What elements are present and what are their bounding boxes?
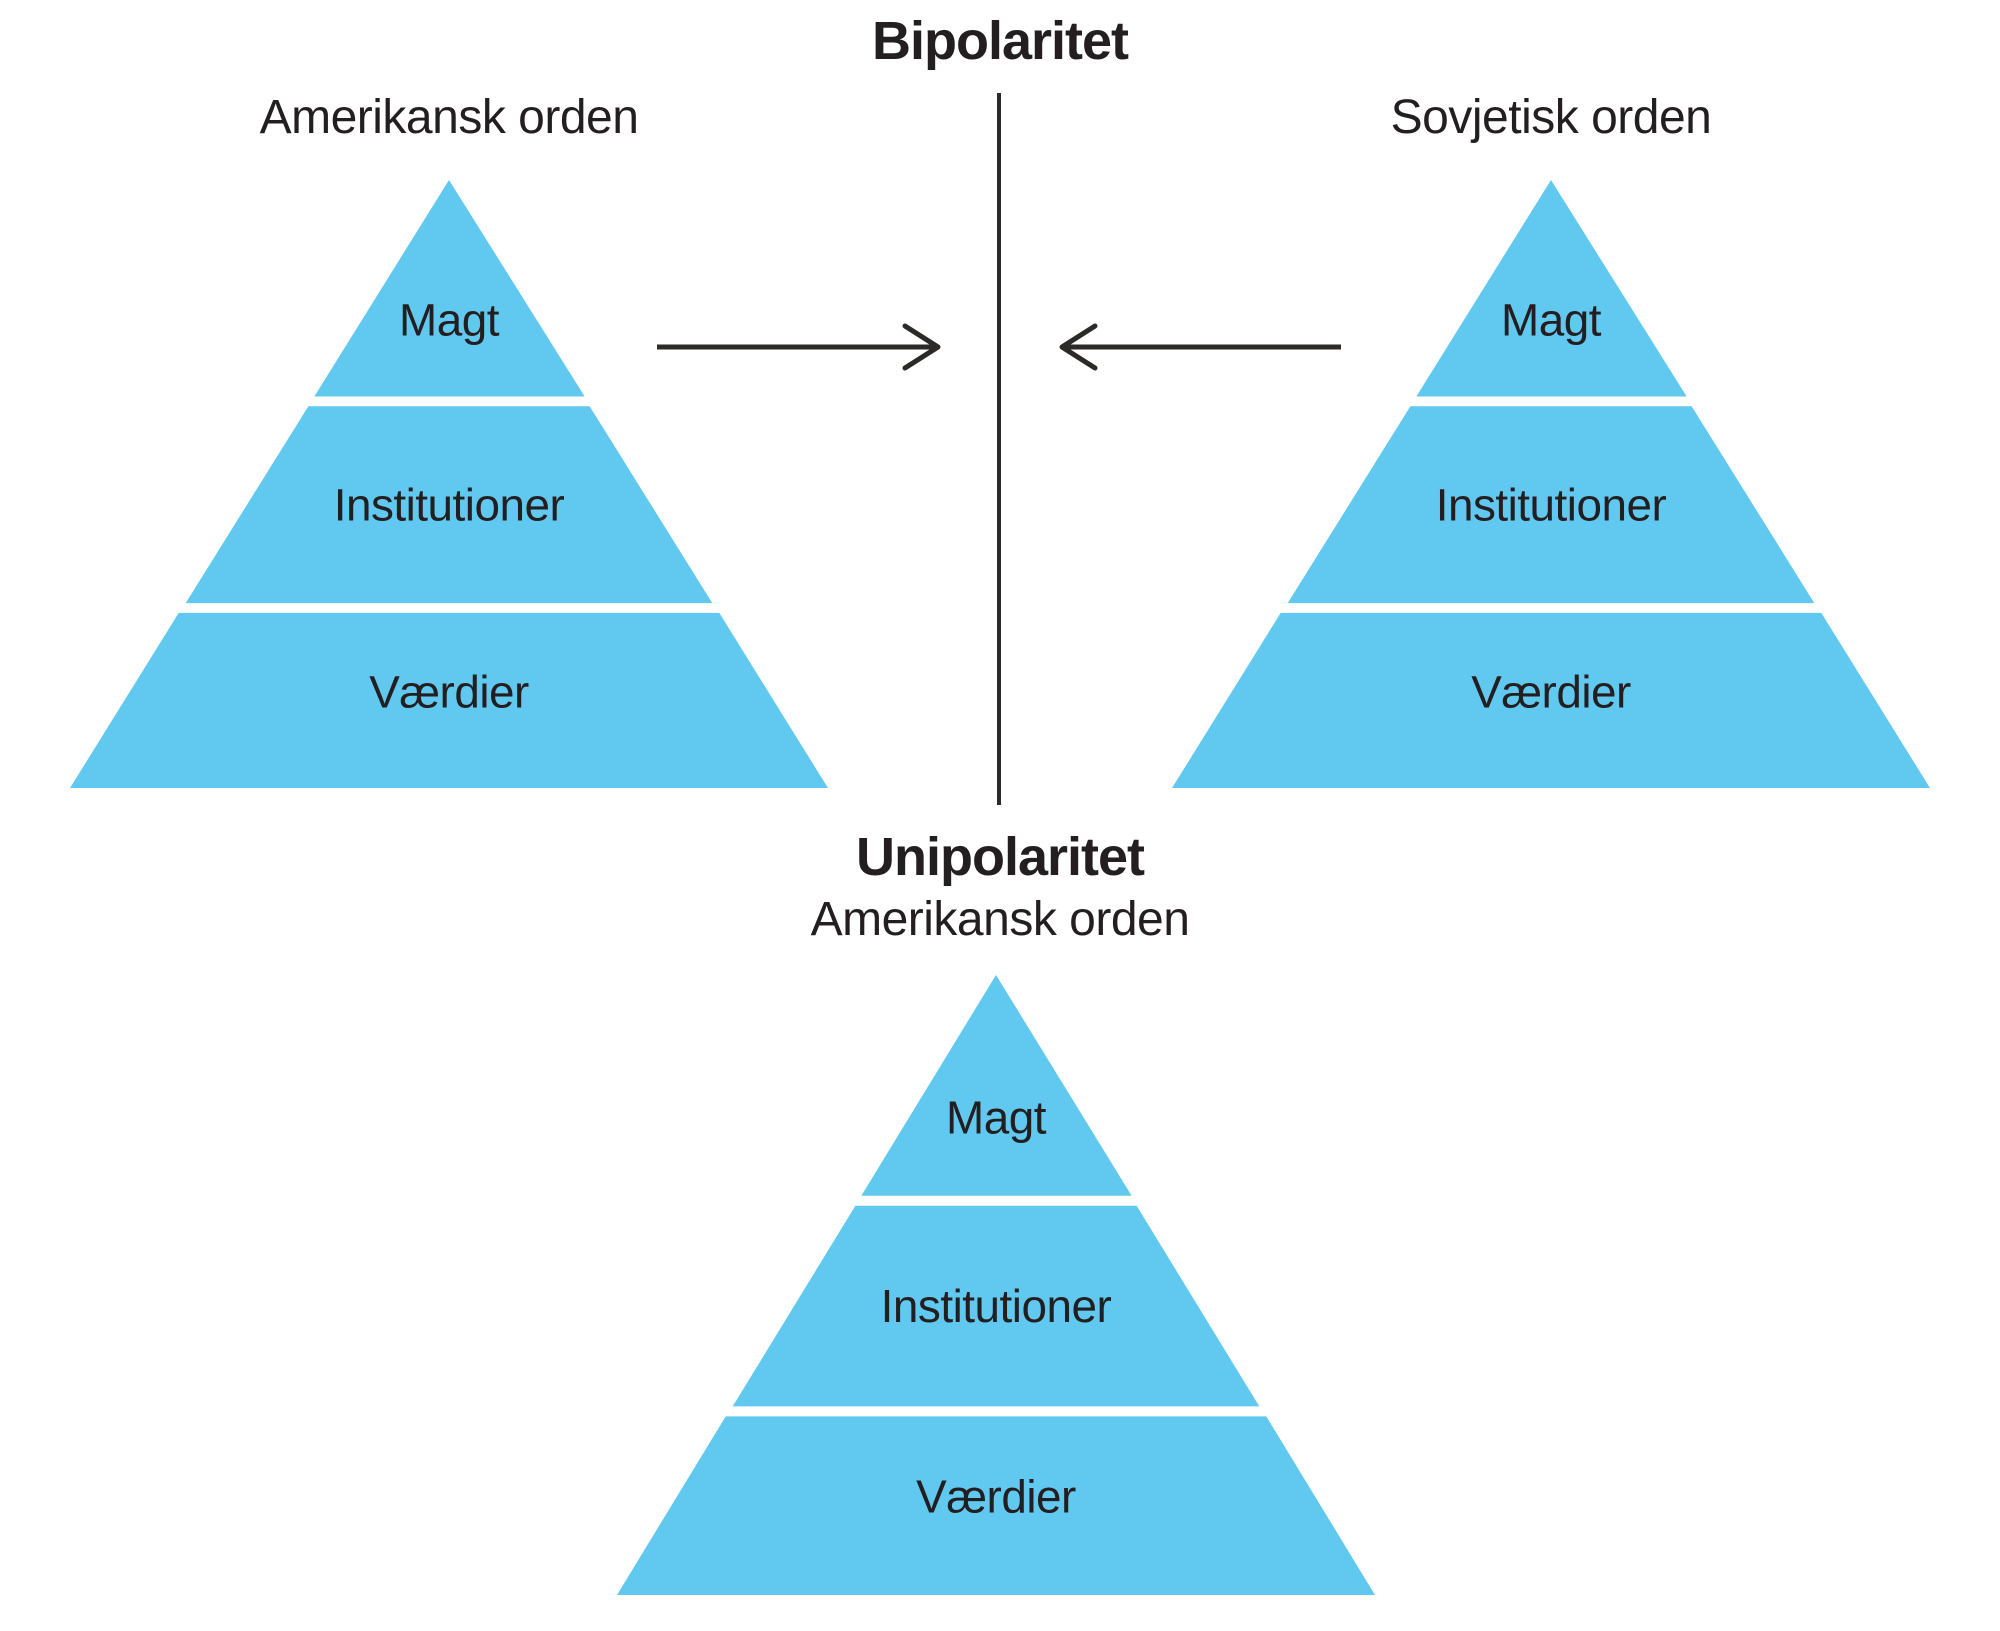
- left-pyramid-vaerdier-label: Værdier: [369, 667, 529, 718]
- right-pyramid: Magt Institutioner Værdier: [1172, 180, 1930, 789]
- left-pyramid-vaerdier-band: [70, 612, 828, 789]
- left-pyramid-institutioner-band: [185, 406, 713, 604]
- right-pyramid-institutioner-label: Institutioner: [1436, 480, 1667, 531]
- right-to-center-arrow-icon: [1059, 323, 1341, 371]
- left-pyramid-order-label: Amerikansk orden: [259, 91, 639, 144]
- left-pyramid-magt-band: [314, 180, 585, 397]
- bottom-pyramid-magt-label: Magt: [946, 1091, 1047, 1143]
- bottom-pyramid-vaerdier-label: Værdier: [916, 1471, 1076, 1523]
- bottom-pyramid-institutioner-band: [732, 1205, 1260, 1407]
- opposing-arrows: [657, 323, 1341, 371]
- left-pyramid: Magt Institutioner Værdier: [70, 180, 828, 789]
- center-divider-line: [997, 93, 1001, 805]
- left-pyramid-magt-label: Magt: [399, 295, 500, 346]
- right-pyramid-institutioner-band: [1287, 406, 1815, 604]
- right-pyramid-vaerdier-label: Værdier: [1471, 667, 1631, 718]
- bottom-pyramid-order-label: Amerikansk orden: [810, 893, 1190, 946]
- bottom-pyramid: Magt Institutioner Værdier: [617, 975, 1375, 1595]
- left-pyramid-institutioner-label: Institutioner: [334, 480, 565, 531]
- bottom-pyramid-institutioner-label: Institutioner: [881, 1280, 1112, 1332]
- bottom-pyramid-vaerdier-band: [617, 1416, 1375, 1595]
- right-pyramid-magt-band: [1416, 180, 1687, 397]
- right-pyramid-vaerdier-band: [1172, 612, 1930, 789]
- right-pyramid-order-label: Sovjetisk orden: [1390, 91, 1712, 144]
- right-pyramid-magt-label: Magt: [1501, 295, 1602, 346]
- bipolarity-title: Bipolaritet: [871, 11, 1129, 71]
- unipolarity-title: Unipolaritet: [855, 827, 1145, 887]
- left-to-center-arrow-icon: [657, 323, 941, 371]
- bottom-pyramid-magt-band: [861, 975, 1132, 1196]
